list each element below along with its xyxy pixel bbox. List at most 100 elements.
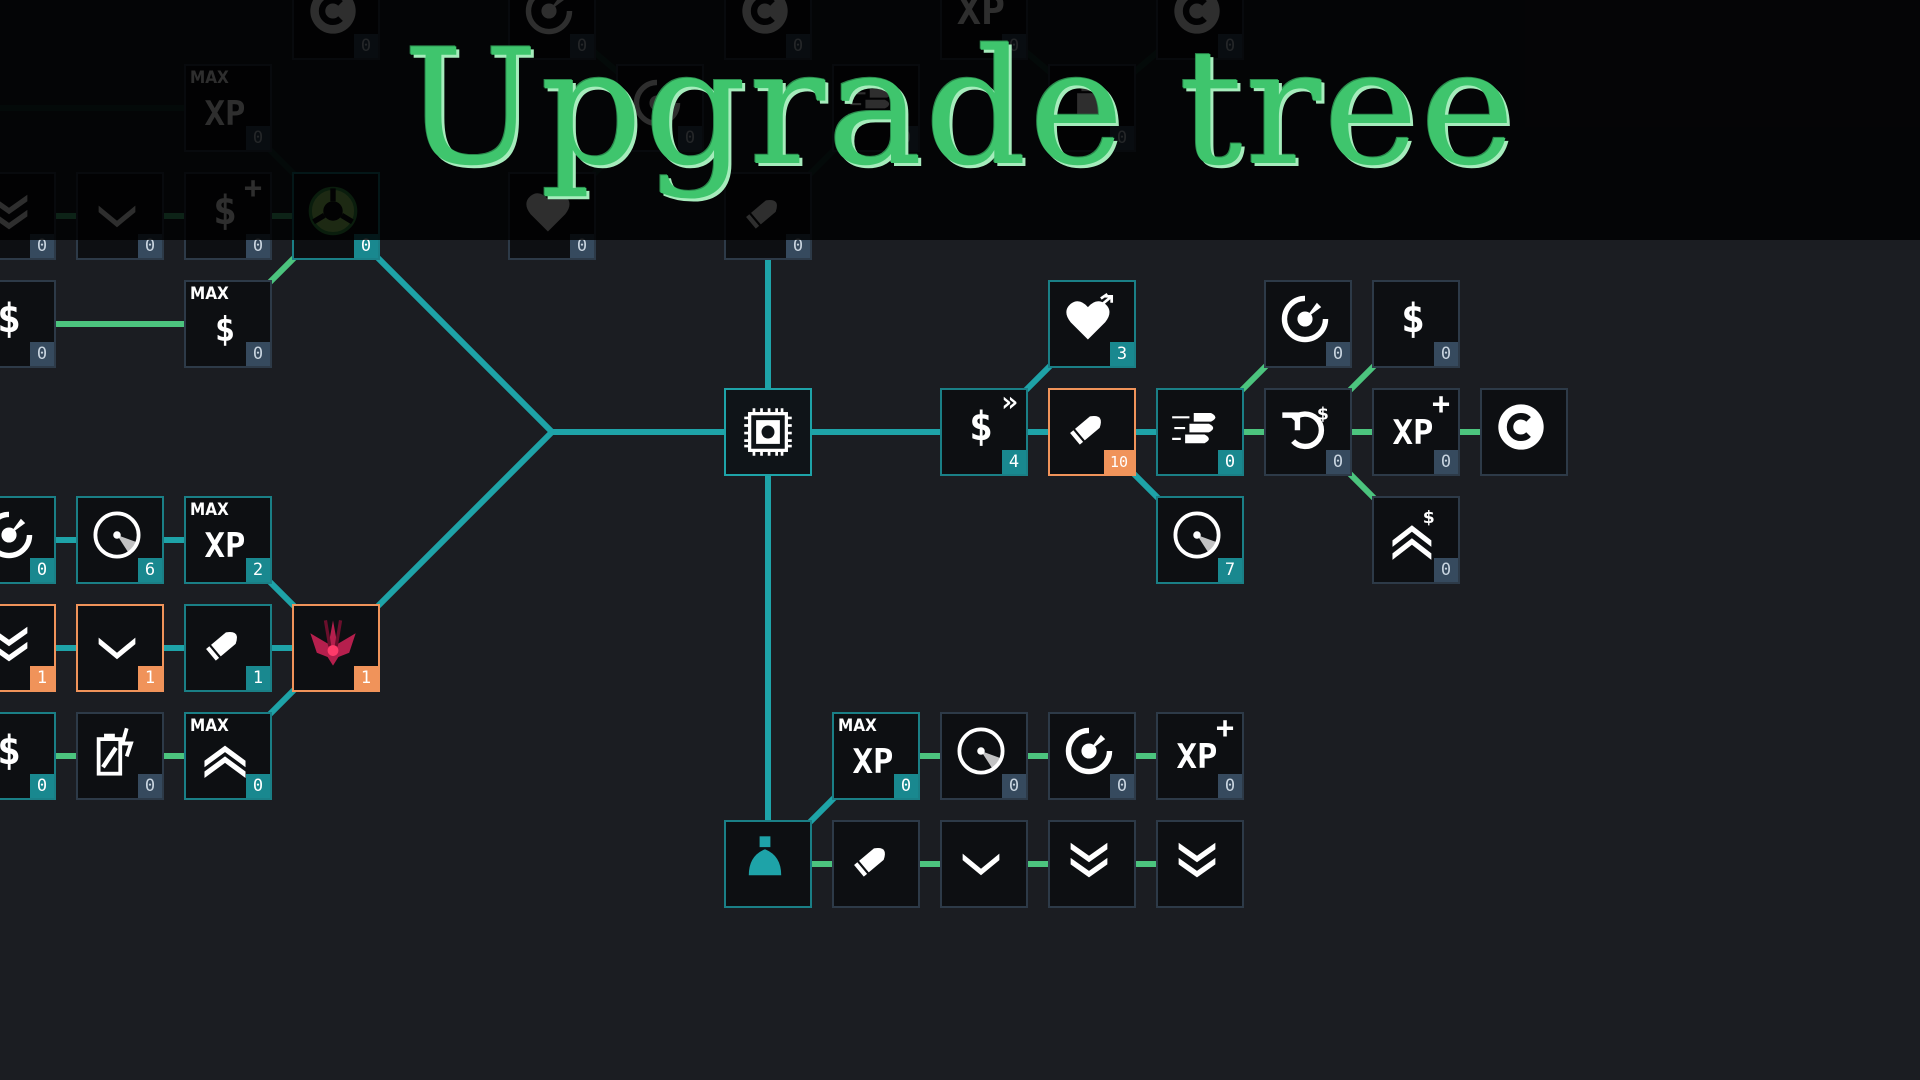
dollar-icon: $ [0,288,40,350]
level-badge: 0 [30,342,54,366]
chevron-down-icon [950,828,1012,890]
level-badge: 0 [30,774,54,798]
title-banner [0,0,1920,240]
icon-label: $ [0,296,22,342]
level-badge: 0 [894,774,918,798]
level-badge: 0 [246,774,270,798]
level-badge: 2 [246,558,270,582]
upgrade-node-b3[interactable] [1048,820,1136,908]
level-badge: 10 [1104,450,1134,474]
max-tag: MAX [190,500,229,520]
upgrade-node-r4a[interactable]: 0 [0,496,56,584]
max-rank-icon [194,720,256,782]
level-badge: 0 [1434,342,1458,366]
refund-icon: $ [1274,396,1336,458]
coin-c-icon [1490,396,1552,458]
battery-icon [86,720,148,782]
upgrade-node-heart-right[interactable]: 3 [1048,280,1136,368]
upgrade-node-r5a[interactable]: 1 [0,604,56,692]
level-badge: 0 [1218,450,1242,474]
upgrade-node-refund[interactable]: $0 [1264,388,1352,476]
upgrade-node-b4[interactable] [1156,820,1244,908]
upgrade-node-gauge-bottom[interactable]: 0 [1048,712,1136,800]
upgrade-node-bullets-speed[interactable]: 0 [1156,388,1244,476]
icon-label: $ [1400,296,1426,342]
level-badge: 0 [246,342,270,366]
svg-text:$: $ [1317,404,1329,424]
bullet-icon [842,828,904,890]
level-badge: 0 [30,558,54,582]
upgrade-node-bullet-active[interactable]: 10 [1048,388,1136,476]
bullets-icon [1166,396,1228,458]
level-badge: 0 [1326,450,1350,474]
bullet-icon [1058,396,1120,458]
bullet-icon [194,612,256,674]
upgrade-node-dollar-fwd[interactable]: $»4 [940,388,1028,476]
dollar-icon: $ [1382,288,1444,350]
level-badge: 0 [1434,558,1458,582]
level-badge: 3 [1110,342,1134,366]
upgrade-node-radar-right[interactable]: 7 [1156,496,1244,584]
potion-icon [734,828,796,890]
upgrade-node-ship[interactable]: 1 [292,604,380,692]
level-badge: 7 [1218,558,1242,582]
forward-icon: » [1001,385,1018,418]
xp-plus-icon: XP+ [1166,714,1234,782]
upgrade-node-core[interactable] [724,388,812,476]
icon-label: XP [852,742,894,782]
upgrade-node-r5c[interactable]: 1 [184,604,272,692]
dollar-icon: $ [0,720,40,782]
double-chevron-icon [0,612,40,674]
level-badge: 0 [1110,774,1134,798]
upgrade-node-r4b[interactable]: 6 [76,496,164,584]
icon-label: $ [0,728,22,774]
ship-icon [302,612,364,674]
upgrade-node-radar-bottom[interactable]: 0 [940,712,1028,800]
double-chevron-icon [1166,828,1228,890]
max-tag: MAX [838,716,877,736]
upgrade-node-r5b[interactable]: 1 [76,604,164,692]
level-badge: 1 [354,666,378,690]
icon-label: XP [1392,413,1434,453]
level-badge: 1 [246,666,270,690]
dollar-forward-icon: $» [950,388,1018,458]
upgrade-node-r2a[interactable]: $0 [0,280,56,368]
max-tag: MAX [190,716,229,736]
page-title: Upgrade tree [403,14,1517,201]
icon-label: XP [204,526,246,566]
upgrade-node-r6b[interactable]: 0 [76,712,164,800]
level-badge: 4 [1002,450,1026,474]
icon-label: $ [968,404,994,450]
radar-icon [1166,504,1228,566]
level-badge: 0 [138,774,162,798]
chip-icon [736,400,800,464]
upgrade-node-b2[interactable] [940,820,1028,908]
level-badge: 6 [138,558,162,582]
rank-dollar-icon: $ [1382,504,1444,566]
upgrade-node-gauge-right[interactable]: 0 [1264,280,1352,368]
level-badge: 1 [138,666,162,690]
radar-icon [950,720,1012,782]
upgrade-node-coin-right[interactable] [1480,388,1568,476]
plus-icon: + [1215,711,1234,746]
double-chevron-icon [1058,828,1120,890]
upgrade-node-rank-dollar[interactable]: $0 [1372,496,1460,584]
upgrade-node-potion[interactable] [724,820,812,908]
max-tag: MAX [190,284,229,304]
upgrade-node-xp-plus-right[interactable]: XP+0 [1372,388,1460,476]
gauge-icon [0,504,40,566]
level-badge: 0 [1434,450,1458,474]
icon-label: $ [214,310,236,350]
upgrade-node-dollar-right[interactable]: $0 [1372,280,1460,368]
upgrade-node-b1[interactable] [832,820,920,908]
upgrade-node-r2b[interactable]: MAX $0 [184,280,272,368]
gauge-icon [1274,288,1336,350]
max-dollar-icon: $ [194,288,256,350]
upgrade-node-r6a[interactable]: $0 [0,712,56,800]
max-xp-icon: XP [842,720,904,782]
upgrade-node-xpplus-bottom[interactable]: XP+0 [1156,712,1244,800]
upgrade-node-r6c[interactable]: MAX 0 [184,712,272,800]
